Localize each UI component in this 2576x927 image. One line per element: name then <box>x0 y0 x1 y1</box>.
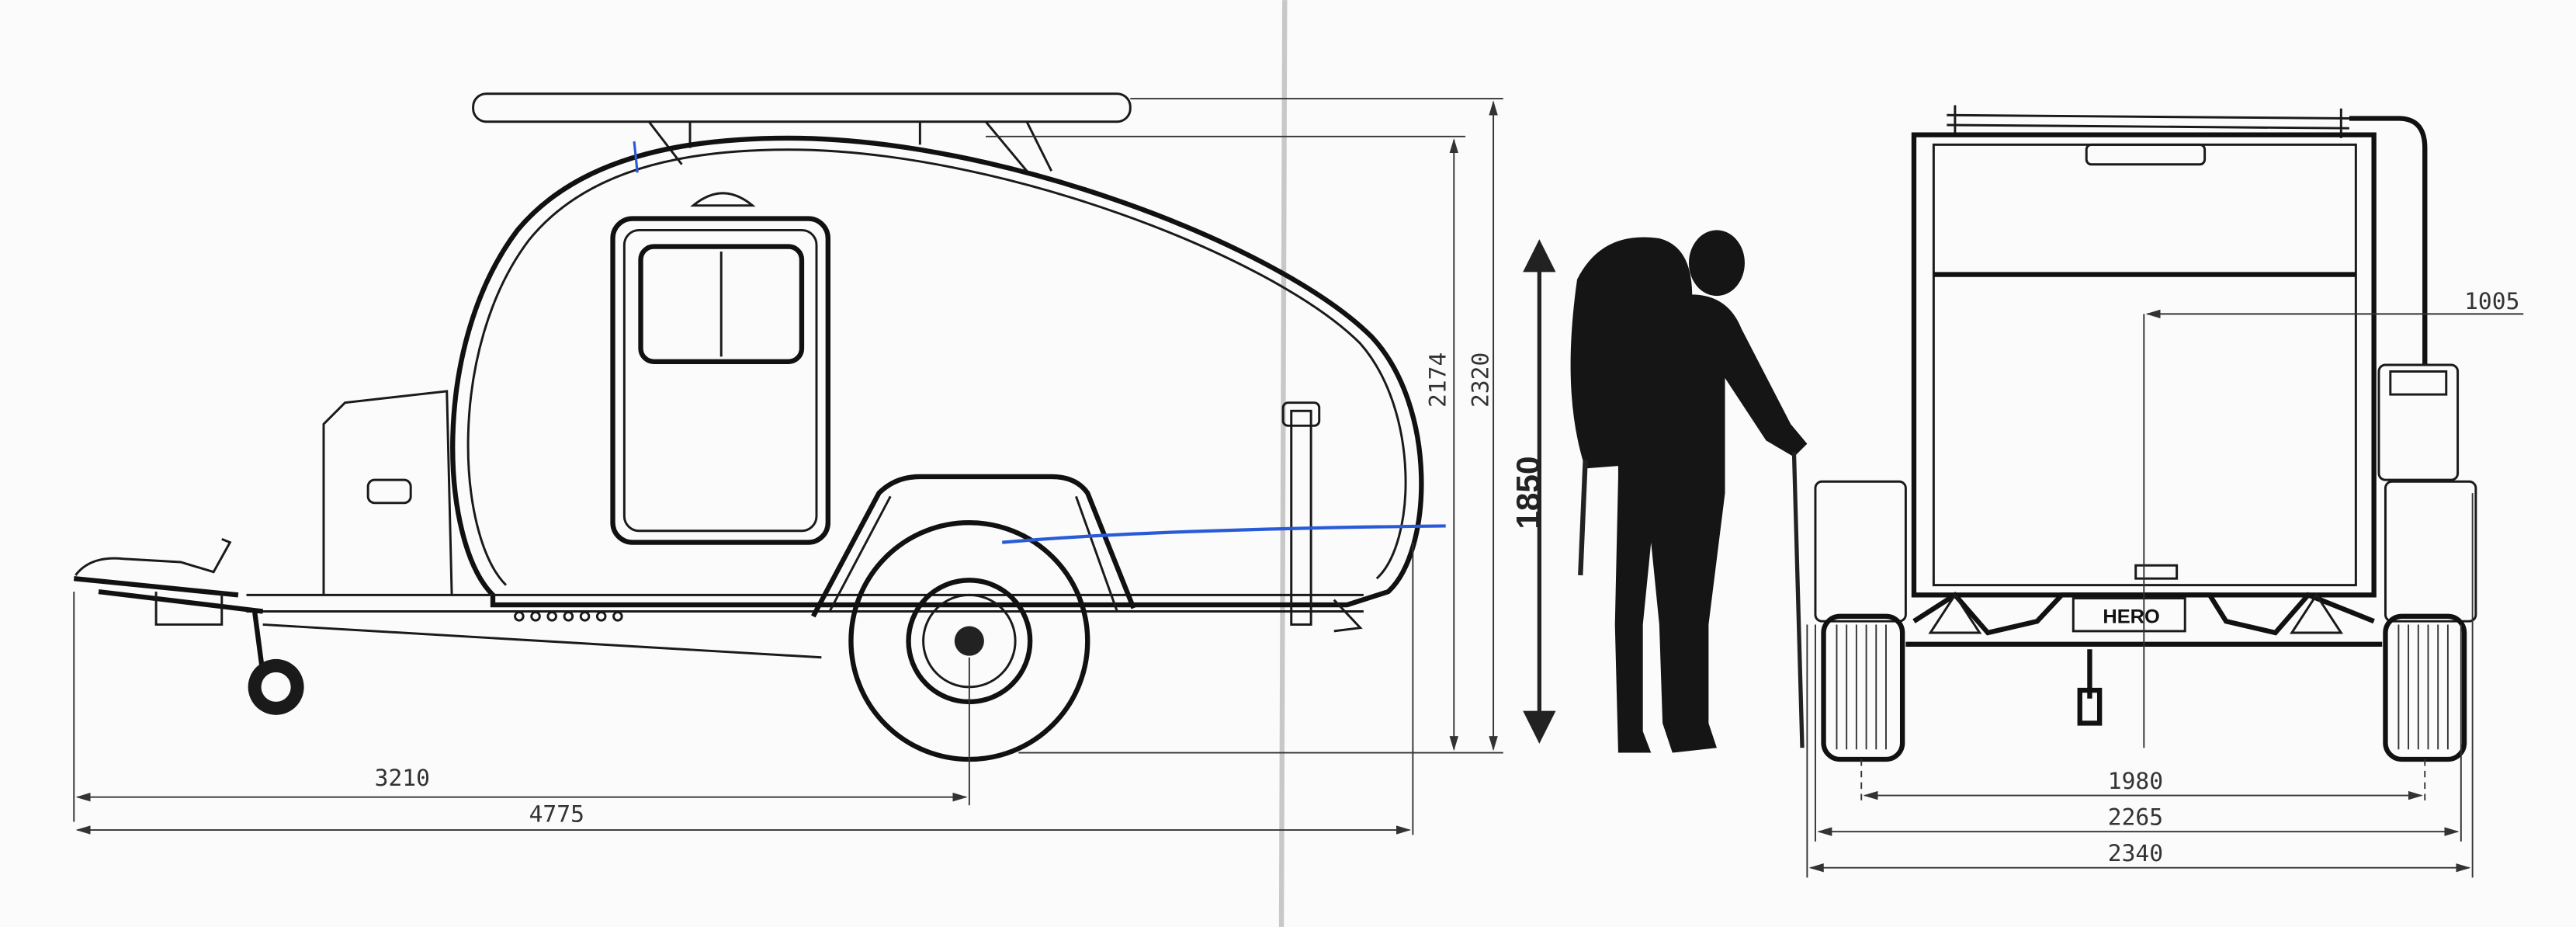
chassis <box>246 593 1364 659</box>
dim-2265: 2265 <box>2108 804 2163 831</box>
hiker-silhouette <box>1570 230 1808 753</box>
front-box <box>322 390 453 595</box>
dimension-lines <box>73 98 1503 835</box>
dim-2320: 2320 <box>1467 352 1494 408</box>
dim-4775: 4775 <box>529 800 584 827</box>
rear-ladder <box>2349 116 2428 365</box>
left-rear-wheel <box>1821 613 1905 762</box>
left-fender <box>1814 480 1907 623</box>
dim-2340: 2340 <box>2108 839 2163 866</box>
rear-roof-rack <box>1947 105 2349 138</box>
teardrop-body <box>450 135 1424 608</box>
water-tank <box>2377 363 2460 481</box>
door <box>610 216 830 545</box>
dim-2174: 2174 <box>1424 352 1451 408</box>
marker-lights <box>514 611 623 622</box>
drawbar <box>73 576 264 614</box>
rear-jack-stand <box>2077 649 2103 726</box>
side-view: 3210 4775 2174 2320 <box>73 92 1503 835</box>
dim-1980: 1980 <box>2108 767 2163 794</box>
pen-mark <box>1002 524 1446 544</box>
right-fender <box>2384 480 2477 623</box>
brand-plate-text: HERO <box>2103 606 2159 627</box>
dim-1850: 1850 <box>1510 456 1546 529</box>
dim-3210: 3210 <box>375 764 430 791</box>
right-rear-wheel <box>2383 613 2467 762</box>
rear-jack <box>1290 409 1312 626</box>
wheel-hub <box>954 626 984 656</box>
paper-fold <box>1278 0 1288 927</box>
person-reference: 1850 <box>1510 230 1808 753</box>
brand-plate <box>2072 597 2186 633</box>
rear-view: HERO 1005 1980 2265 2340 <box>1806 105 2524 878</box>
rear-dimension-lines <box>1806 309 2524 878</box>
roof-rack <box>472 92 1132 123</box>
hitch-coupler <box>75 537 232 626</box>
fender <box>810 474 1136 618</box>
door-window <box>638 244 805 364</box>
dim-1005: 1005 <box>2464 287 2519 314</box>
